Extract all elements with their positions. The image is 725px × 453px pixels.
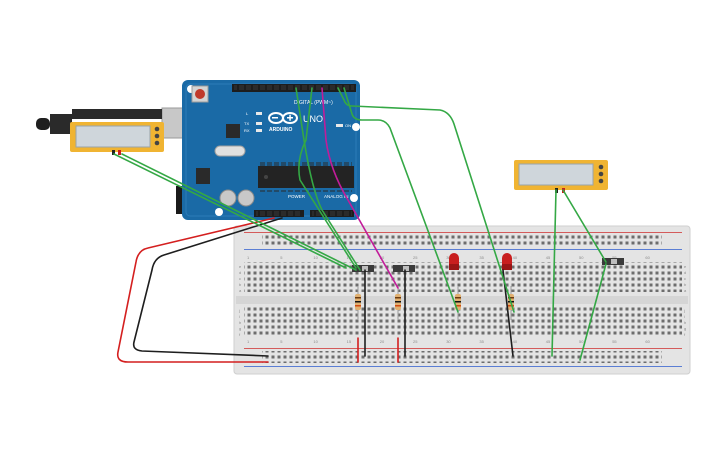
digital-header-label: DIGITAL (PWM~)	[294, 100, 333, 106]
breadboard-column-number: 20	[380, 339, 385, 344]
breadboard-column-number: 50	[579, 339, 584, 344]
breadboard-column-number: 45	[546, 339, 551, 344]
breadboard-bottom-rail-blue-line	[244, 366, 682, 367]
voltage-regulator	[196, 168, 210, 184]
led-label-rx: RX	[244, 128, 250, 133]
breadboard-column-number: 10	[313, 255, 318, 260]
breadboard-column-number: 20	[380, 255, 385, 260]
breadboard-row-letter: e	[684, 264, 687, 269]
breadboard-row-letter: j	[683, 308, 685, 313]
breadboard-terminal-bottom	[244, 306, 682, 336]
mounting-hole	[215, 208, 223, 216]
breadboard-column-number: 25	[413, 339, 418, 344]
breadboard-row-letter: e	[239, 264, 242, 269]
arduino-uno-board[interactable]: DIGITAL (PWM~) L TX RX ARDUINO UNO ON	[161, 80, 360, 220]
breadboard-column-number: 50	[579, 255, 584, 260]
slide-switch-2[interactable]	[393, 265, 415, 272]
breadboard-row-letter: h	[239, 320, 241, 325]
breadboard-row-letter: c	[684, 276, 686, 281]
led-red-1[interactable]	[449, 253, 459, 270]
resistor-1[interactable]	[355, 286, 361, 320]
breadboard-row-letter: a	[239, 288, 242, 293]
led-label-l: L	[246, 111, 249, 116]
wire-green-right-display-2[interactable]	[562, 189, 607, 263]
breadboard-top-rails	[262, 235, 662, 247]
breadboard-column-number: 30	[446, 255, 451, 260]
usb-chip	[226, 124, 240, 138]
breadboard-column-number: 55	[612, 339, 617, 344]
arduino-infinity-logo	[268, 112, 298, 124]
breadboard-row-letter: i	[239, 314, 240, 319]
wire-green-right-switch[interactable]	[579, 263, 607, 361]
breadboard-row-letter: c	[239, 276, 241, 281]
breadboard-column-number: 45	[546, 255, 551, 260]
breadboard-row-letter: g	[239, 326, 241, 331]
wire-green-right-display-1[interactable]	[551, 189, 557, 357]
power-header-label: POWER	[288, 194, 306, 199]
breadboard-column-number: 30	[446, 339, 451, 344]
led-label-tx: TX	[244, 121, 249, 126]
display-module-left[interactable]	[36, 109, 164, 155]
display-module-right[interactable]	[514, 160, 608, 193]
breadboard-column-number: 35	[479, 339, 484, 344]
arduino-pcb	[182, 80, 360, 220]
crystal-oscillator	[214, 145, 246, 157]
mounting-hole	[350, 194, 358, 202]
breadboard-column-number: 1	[247, 339, 250, 344]
wire-red-power[interactable]	[116, 217, 275, 363]
breadboard-row-letter: d	[684, 270, 686, 275]
wire-black-ground[interactable]	[132, 217, 283, 357]
wire-green-left-display-2[interactable]	[121, 153, 357, 271]
breadboard-bottom-rail-red-line	[244, 348, 682, 349]
breadboard-top-rail-blue-line	[244, 249, 682, 250]
breadboard-row-letter: j	[238, 308, 240, 313]
arduino-brand: ARDUINO	[269, 127, 292, 133]
breadboard-row-letter: f	[684, 332, 686, 337]
power-led	[336, 124, 343, 127]
breadboard-bottom-rails	[262, 351, 662, 363]
breadboard-column-number: 40	[513, 255, 518, 260]
mounting-hole	[352, 123, 360, 131]
breadboard-column-number: 1	[247, 255, 250, 260]
breadboard-row-letter: b	[239, 282, 242, 287]
breadboard[interactable]: 1155101015152020252530303535404045455050…	[233, 225, 691, 375]
breadboard-row-letter: b	[684, 282, 687, 287]
breadboard-column-number: 5	[280, 339, 283, 344]
breadboard-row-letter: g	[684, 326, 686, 331]
wire-magenta-signal[interactable]	[321, 87, 399, 289]
led-red-2[interactable]	[502, 253, 512, 270]
wire-green-left-display-1[interactable]	[113, 153, 347, 269]
wire-green-pin-d[interactable]	[343, 87, 459, 313]
breadboard-row-letter: f	[239, 332, 241, 337]
breadboard-center-channel	[236, 296, 688, 304]
breadboard-row-letter: d	[239, 270, 241, 275]
breadboard-column-number: 10	[313, 339, 318, 344]
wire-green-pin-c[interactable]	[337, 87, 515, 313]
slide-switch-1[interactable]	[352, 265, 374, 272]
breadboard-row-letter: h	[684, 320, 686, 325]
reset-button[interactable]	[191, 85, 209, 103]
atmega-chip	[258, 162, 354, 192]
breadboard-top-rail-red-line	[244, 232, 682, 233]
arduino-model: UNO	[303, 114, 323, 124]
breadboard-terminal-top	[244, 262, 682, 292]
analog-header-label: ANALOG IN	[324, 194, 349, 199]
breadboard-row-letter: i	[684, 314, 685, 319]
breadboard-column-number: 60	[645, 339, 650, 344]
breadboard-row-letter: a	[684, 288, 687, 293]
resistor-2[interactable]	[395, 286, 401, 320]
capacitor	[237, 189, 255, 207]
wire-green-pin-b[interactable]	[298, 87, 357, 269]
slide-switch-3[interactable]	[602, 258, 624, 265]
breadboard-column-number: 60	[645, 255, 650, 260]
on-label: ON	[345, 123, 351, 128]
breadboard-column-number: 35	[479, 255, 484, 260]
breadboard-column-number: 25	[413, 255, 418, 260]
breadboard-column-number: 40	[513, 339, 518, 344]
breadboard-column-number: 15	[347, 339, 352, 344]
breadboard-column-number: 55	[612, 255, 617, 260]
status-leds: L TX RX	[244, 111, 262, 133]
breadboard-column-number: 5	[280, 255, 283, 260]
